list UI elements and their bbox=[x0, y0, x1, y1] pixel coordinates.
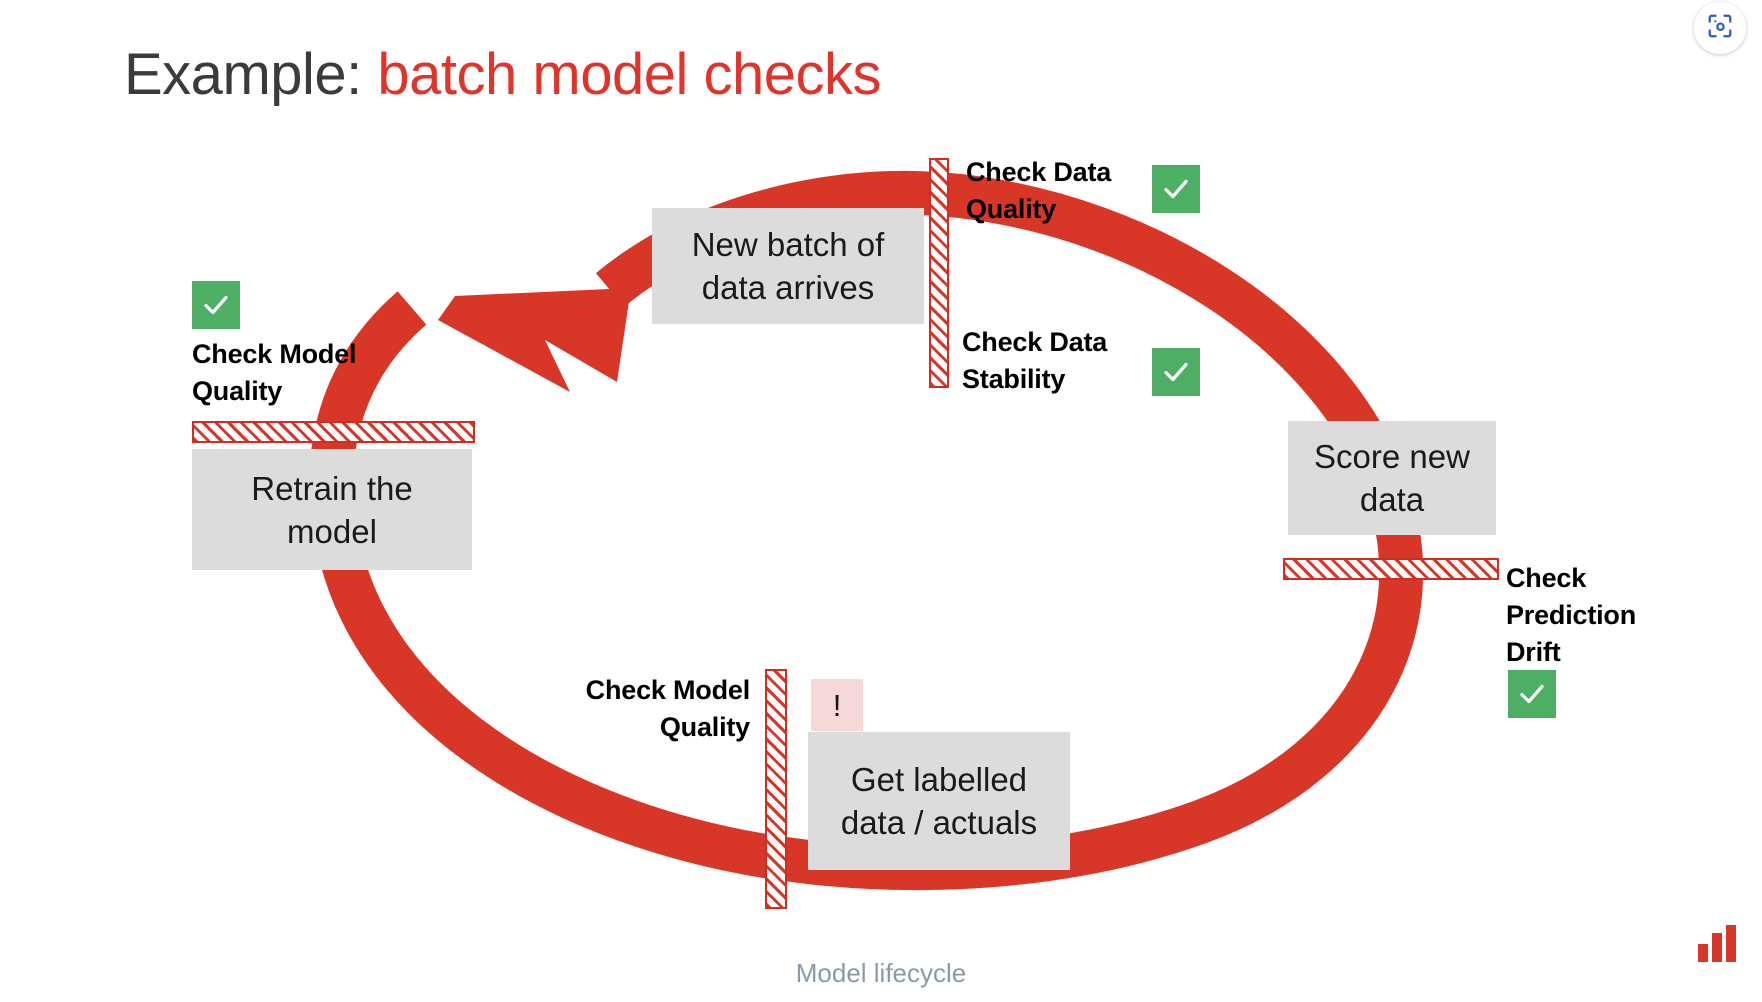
exclamation-icon: ! bbox=[832, 687, 842, 723]
box-score-line2: data bbox=[1359, 481, 1425, 518]
check-icon bbox=[201, 290, 231, 320]
box-retrain-line1: Retrain the bbox=[251, 469, 413, 507]
box-score-line1: Score new bbox=[1314, 438, 1470, 475]
gate-label-prediction-drift-line1: Check bbox=[1506, 563, 1587, 593]
gate-label-data-quality: Check Data Quality bbox=[966, 154, 1166, 228]
gate-label-prediction-drift-line3: Drift bbox=[1506, 637, 1561, 667]
gate-label-model-quality-left: Check Model Quality bbox=[192, 336, 442, 410]
gate-label-data-stability-line2: Stability bbox=[962, 364, 1066, 394]
gate-label-prediction-drift: Check Prediction Drift bbox=[1506, 560, 1716, 671]
check-icon bbox=[1161, 174, 1191, 204]
gate-label-data-stability: Check Data Stability bbox=[962, 324, 1172, 398]
gate-label-model-quality-bottom-line2: Quality bbox=[659, 712, 750, 742]
status-badge-data-quality bbox=[1152, 165, 1200, 213]
bar-chart-logo-icon bbox=[1696, 924, 1740, 964]
gate-label-data-quality-line2: Quality bbox=[966, 194, 1057, 224]
gate-bar-model-quality-left bbox=[192, 421, 475, 443]
process-box-new-batch: New batch of data arrives bbox=[652, 208, 924, 324]
box-labelled-line2: data / actuals bbox=[840, 804, 1038, 841]
gate-bar-model-quality-bottom bbox=[765, 669, 787, 909]
status-badge-prediction-drift bbox=[1508, 670, 1556, 718]
gate-label-data-stability-line1: Check Data bbox=[962, 327, 1108, 357]
gate-label-model-quality-left-line2: Quality bbox=[192, 376, 283, 406]
google-lens-button[interactable] bbox=[1694, 2, 1746, 54]
gate-label-model-quality-bottom-line1: Check Model bbox=[585, 675, 751, 705]
gate-label-model-quality-left-line1: Check Model bbox=[192, 339, 357, 369]
title-accent: batch model checks bbox=[377, 42, 881, 107]
gate-label-data-quality-line1: Check Data bbox=[966, 157, 1112, 187]
page-title: Example: batch model checks bbox=[124, 40, 881, 110]
process-box-score-new-data: Score new data bbox=[1288, 421, 1496, 535]
gate-label-model-quality-bottom: Check Model Quality bbox=[505, 672, 751, 746]
box-retrain-line2: model bbox=[287, 512, 377, 550]
gate-label-prediction-drift-line2: Prediction bbox=[1506, 600, 1637, 630]
gate-bar-data-quality bbox=[929, 158, 949, 388]
process-box-get-labelled-data: Get labelled data / actuals bbox=[808, 732, 1070, 870]
status-badge-data-stability bbox=[1152, 348, 1200, 396]
title-prefix: Example: bbox=[124, 42, 378, 107]
box-new-batch-line2: data arrives bbox=[701, 269, 875, 306]
box-new-batch-line1: New batch of bbox=[691, 226, 885, 263]
process-box-retrain-the-model: Retrain the model bbox=[192, 449, 472, 570]
box-labelled-line1: Get labelled bbox=[850, 761, 1028, 798]
status-badge-model-quality-left bbox=[192, 281, 240, 329]
diagram-caption: Model lifecycle bbox=[795, 958, 967, 988]
google-lens-icon bbox=[1706, 12, 1734, 45]
gate-bar-prediction-drift bbox=[1283, 558, 1499, 580]
status-badge-model-quality-bottom: ! bbox=[811, 679, 863, 731]
check-icon bbox=[1161, 357, 1191, 387]
check-icon bbox=[1517, 679, 1547, 709]
